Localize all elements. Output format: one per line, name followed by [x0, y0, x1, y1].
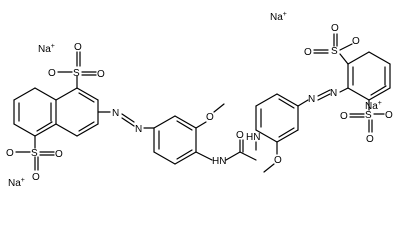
left-methoxy: O [195, 103, 225, 129]
right-bottom-sulfur-label: S [365, 110, 372, 121]
right-top-oxygen2-label: O [304, 47, 312, 58]
right-bottom-oxygen2-label: O [366, 134, 374, 145]
right-azo-group: N N [297, 87, 349, 107]
sodium-ion-bottom-left: Na+ [8, 177, 25, 189]
urea-linker: HN O HN [195, 130, 260, 167]
left-azo-n1-label: N [112, 108, 119, 119]
left-azo-n2-label: N [135, 124, 142, 135]
left-bottom-oxyanion-label: O [32, 172, 40, 183]
right-benzene [255, 93, 299, 143]
left-azo-group: N N [97, 108, 155, 135]
right-sulfonate-bottom: S O O O [340, 99, 393, 145]
left-top-oxyanion-label: O [74, 42, 82, 53]
left-naphthalene [13, 87, 99, 137]
left-sulfonate-top: S O O O [48, 42, 105, 89]
right-bottom-oxygen-label: O [340, 111, 348, 122]
urea-right-nh-label: HN [246, 132, 260, 143]
left-sulfonate-bottom: S O O O [6, 135, 63, 183]
right-methoxy-oxygen-label: O [274, 155, 282, 166]
right-bottom-oxyanion-label: O [385, 110, 393, 121]
right-azo-n1-label: N [308, 94, 315, 105]
sodium-ion-right: Na+ [365, 100, 382, 112]
sodium-ion-top-left: Na+ [38, 43, 55, 55]
sodium-ion-top-right: Na+ [270, 11, 287, 23]
right-top-oxyanion-label: O [352, 36, 360, 47]
right-azo-n2-label: N [330, 88, 337, 99]
left-bottom-sulfur-label: S [31, 148, 38, 159]
left-top-oxygen-label: O [48, 68, 56, 79]
urea-carbonyl-oxygen-label: O [236, 130, 244, 141]
right-sulfonate-top: S O O O [304, 23, 360, 65]
right-methoxy: O [263, 141, 282, 173]
left-benzene [153, 115, 197, 165]
left-bottom-oxygen-label: O [6, 148, 14, 159]
urea-left-nh-label: HN [212, 156, 226, 167]
sodium-counterions: Na+ Na+ Na+ Na+ [8, 11, 382, 189]
left-bottom-oxygen2-label: O [55, 149, 63, 160]
right-top-sulfur-label: S [331, 46, 338, 57]
left-top-oxygen2-label: O [97, 69, 105, 80]
chemical-structure-diagram: S O O O S O O O N N [6, 11, 393, 189]
left-top-sulfur-label: S [73, 68, 80, 79]
left-methoxy-oxygen-label: O [206, 112, 214, 123]
right-top-oxygen-label: O [331, 23, 339, 34]
right-naphthalene [347, 51, 391, 101]
